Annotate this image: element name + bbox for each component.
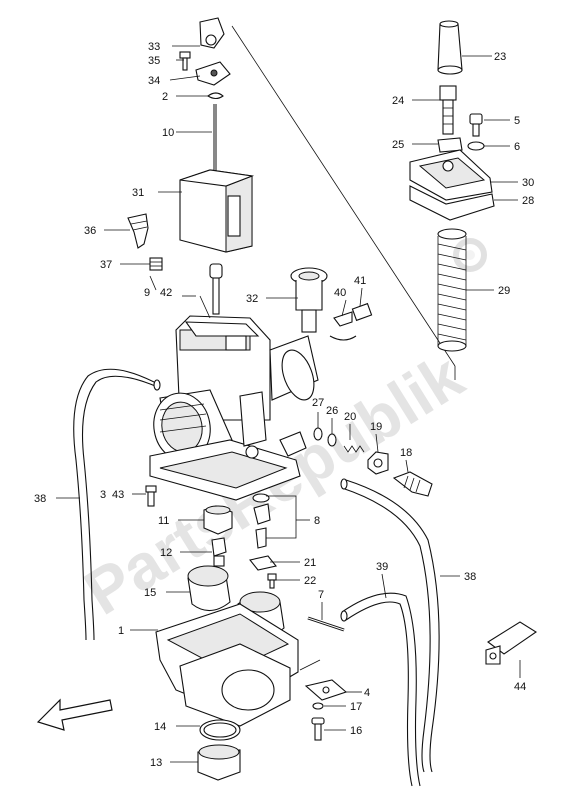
label-20: 20: [344, 411, 356, 423]
label-13: 13: [150, 757, 162, 769]
label-35: 35: [148, 55, 160, 67]
label-36: 36: [84, 225, 96, 237]
carburetor-body: [149, 315, 319, 501]
label-10: 10: [162, 127, 174, 139]
label-22: 22: [304, 575, 316, 587]
gear-watermark-icon: [453, 238, 487, 272]
part-22-screw: [267, 573, 277, 589]
part-32-starter-plunger-cap: [290, 267, 328, 333]
label-1: 1: [118, 625, 124, 637]
label-12: 12: [160, 547, 172, 559]
label-40: 40: [334, 287, 346, 299]
part-40-bracket: [329, 311, 357, 341]
part-5-screw: [469, 113, 483, 137]
part-7-pin: [307, 616, 345, 632]
part-1-float-chamber: [155, 603, 299, 727]
label-38-right: 38: [464, 571, 476, 583]
label-42: 42: [160, 287, 172, 299]
part-4-cover: [304, 679, 348, 701]
label-28: 28: [522, 195, 534, 207]
label-14: 14: [154, 721, 166, 733]
part-38-hose-right: [340, 478, 440, 773]
front-direction-arrow-icon: [36, 698, 113, 731]
part-38-hose-left: [73, 368, 161, 641]
part-27-o-ring: [313, 427, 323, 441]
label-7: 7: [318, 589, 324, 601]
part-35-screw: [179, 51, 191, 71]
label-6: 6: [514, 141, 520, 153]
label-9: 9: [144, 287, 150, 299]
part-42-stud-bolt: [209, 263, 223, 315]
part-16-screw: [311, 717, 325, 741]
label-17: 17: [350, 701, 362, 713]
label-2: 2: [162, 91, 168, 103]
part-13-drain-plug: [197, 744, 241, 781]
part-21-plate: [249, 555, 277, 571]
label-19: 19: [370, 421, 382, 433]
part-33-cable-adjuster: [199, 17, 225, 49]
part-30-lever: [409, 149, 493, 201]
part-8-pilot-jet-set: [252, 493, 271, 549]
label-5: 5: [514, 115, 520, 127]
part-26-washer: [327, 433, 337, 447]
part-19-nut: [367, 451, 389, 475]
part-24-adjuster: [439, 85, 457, 135]
part-11-jet-holder: [203, 505, 233, 535]
part-44-hose-clamp: [485, 621, 538, 665]
label-21: 21: [304, 557, 316, 569]
diagonal-boundary-line: [231, 25, 456, 367]
part-20-spring: [343, 445, 365, 453]
label-26: 26: [326, 405, 338, 417]
label-11: 11: [158, 515, 169, 527]
label-29: 29: [498, 285, 510, 297]
part-25-nut: [437, 137, 463, 153]
label-32: 32: [246, 293, 258, 305]
part-6-washer: [467, 141, 485, 151]
label-15: 15: [144, 587, 156, 599]
part-37-set-screw: [149, 257, 163, 271]
part-14-gasket: [199, 719, 241, 741]
part-number-labels: 33 35 34 2 10 31 36 37 9 42 32 40 41 23 …: [34, 41, 534, 769]
label-23: 23: [494, 51, 506, 63]
label-44: 44: [514, 681, 526, 693]
leader-lines: [56, 45, 521, 763]
label-3: 3: [100, 489, 106, 501]
label-24: 24: [392, 95, 404, 107]
part-28-gasket: [409, 185, 495, 221]
label-39: 39: [376, 561, 388, 573]
part-12-main-jet: [211, 537, 227, 567]
part-2-clip: [207, 92, 224, 100]
label-37: 37: [100, 259, 112, 271]
part-18-idle-screw: [392, 471, 433, 497]
label-18: 18: [400, 447, 412, 459]
part-23-cap: [437, 20, 463, 75]
part-17-washer: [312, 702, 324, 710]
label-38-left: 38: [34, 493, 46, 505]
part-31-throttle-valve: [179, 169, 255, 253]
label-4: 4: [364, 687, 370, 699]
label-43: 43: [112, 489, 124, 501]
label-31: 31: [132, 187, 144, 199]
label-33: 33: [148, 41, 160, 53]
label-25: 25: [392, 139, 404, 151]
part-41-screw: [351, 302, 373, 322]
part-43-screw: [145, 485, 157, 507]
part-34-cable-holder: [195, 61, 231, 86]
label-16: 16: [350, 725, 362, 737]
label-27: 27: [312, 397, 324, 409]
part-29-spring: [437, 228, 467, 352]
label-30: 30: [522, 177, 534, 189]
label-34: 34: [148, 75, 160, 87]
label-8: 8: [314, 515, 320, 527]
label-41: 41: [354, 275, 366, 287]
part-36-air-screw: [127, 213, 149, 249]
part-39-hose: [340, 592, 421, 787]
